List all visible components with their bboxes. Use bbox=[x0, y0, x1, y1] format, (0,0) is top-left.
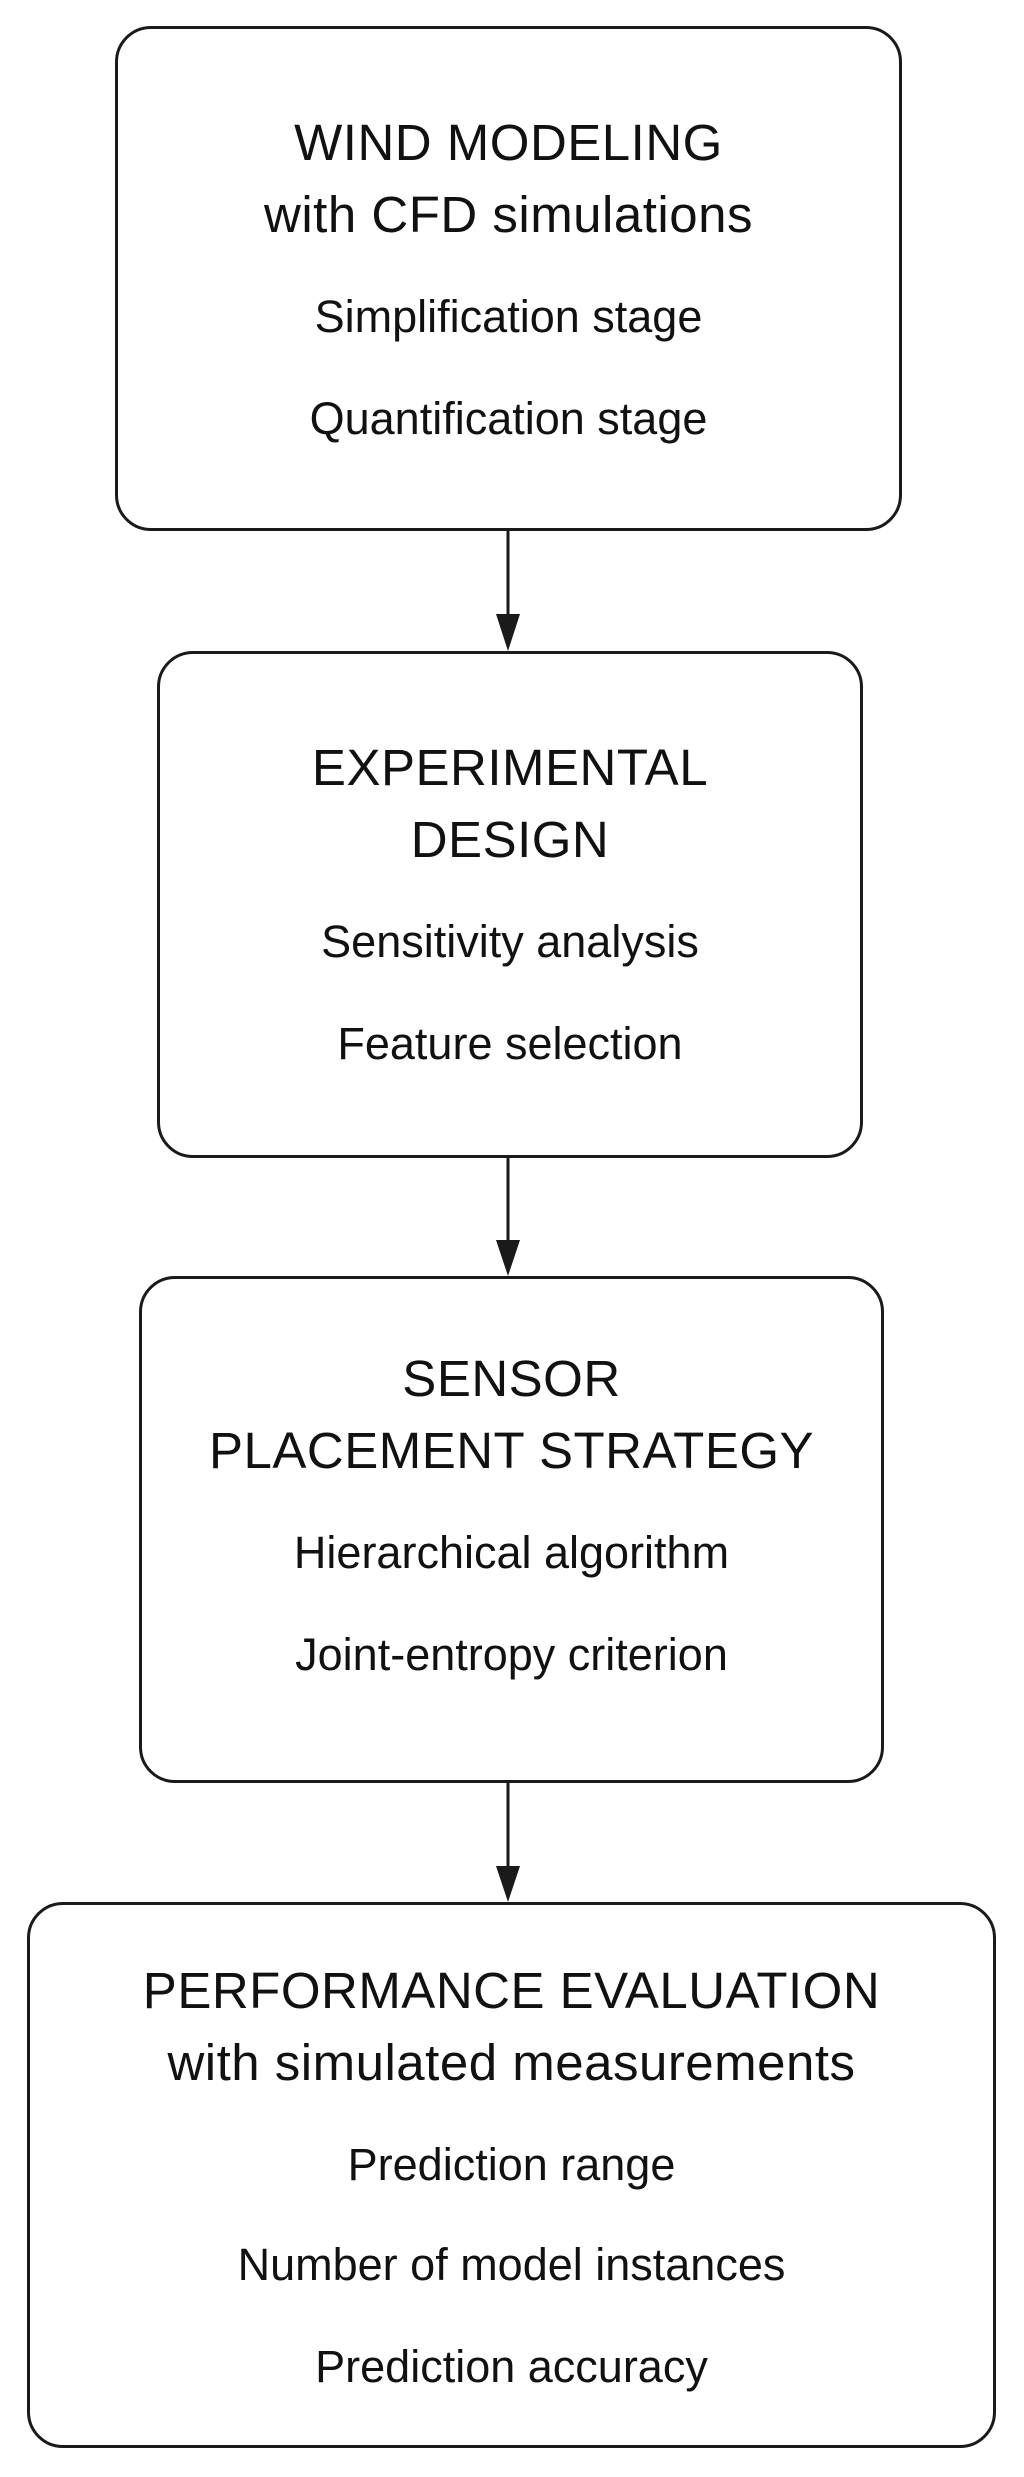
step-wind-modeling-box: WIND MODELING with CFD simulations Simpl… bbox=[115, 26, 902, 531]
step-sensor-placement-box: SENSOR PLACEMENT STRATEGY Hierarchical a… bbox=[139, 1276, 884, 1783]
step-performance-evaluation-item-prediction-accuracy: Prediction accuracy bbox=[315, 2341, 708, 2392]
step-sensor-placement-title-line-2: PLACEMENT STRATEGY bbox=[208, 1422, 815, 1479]
step-performance-evaluation-box: PERFORMANCE EVALUATION with simulated me… bbox=[27, 1902, 996, 2448]
step-performance-evaluation-item-model-instances: Number of model instances bbox=[237, 2239, 786, 2290]
step-experimental-design-title-line-1: EXPERIMENTAL bbox=[311, 739, 709, 796]
step-wind-modeling-item-quantification: Quantification stage bbox=[309, 393, 708, 444]
step-performance-evaluation-title-line-1: PERFORMANCE EVALUATION bbox=[142, 1962, 881, 2019]
step-experimental-design-item-feature-selection: Feature selection bbox=[337, 1018, 683, 1069]
step-performance-evaluation-title-line-2: with simulated measurements bbox=[167, 2034, 856, 2091]
step-wind-modeling-title-line-2: with CFD simulations bbox=[264, 186, 753, 243]
step-experimental-design-title-line-2: DESIGN bbox=[410, 811, 610, 868]
step-performance-evaluation-item-prediction-range: Prediction range bbox=[347, 2139, 676, 2190]
step-sensor-placement-item-hierarchical: Hierarchical algorithm bbox=[293, 1527, 730, 1578]
step-wind-modeling-item-simplification: Simplification stage bbox=[314, 291, 703, 342]
step-sensor-placement-title-line-1: SENSOR bbox=[402, 1350, 621, 1407]
step-sensor-placement-item-joint-entropy: Joint-entropy criterion bbox=[295, 1629, 728, 1680]
step-wind-modeling-title-line-1: WIND MODELING bbox=[294, 114, 723, 171]
step-experimental-design-item-sensitivity: Sensitivity analysis bbox=[321, 916, 699, 967]
step-experimental-design-box: EXPERIMENTAL DESIGN Sensitivity analysis… bbox=[157, 651, 863, 1158]
arrow-2-to-3 bbox=[496, 1158, 520, 1276]
arrow-1-to-2 bbox=[496, 531, 520, 651]
arrow-3-to-4 bbox=[496, 1783, 520, 1902]
